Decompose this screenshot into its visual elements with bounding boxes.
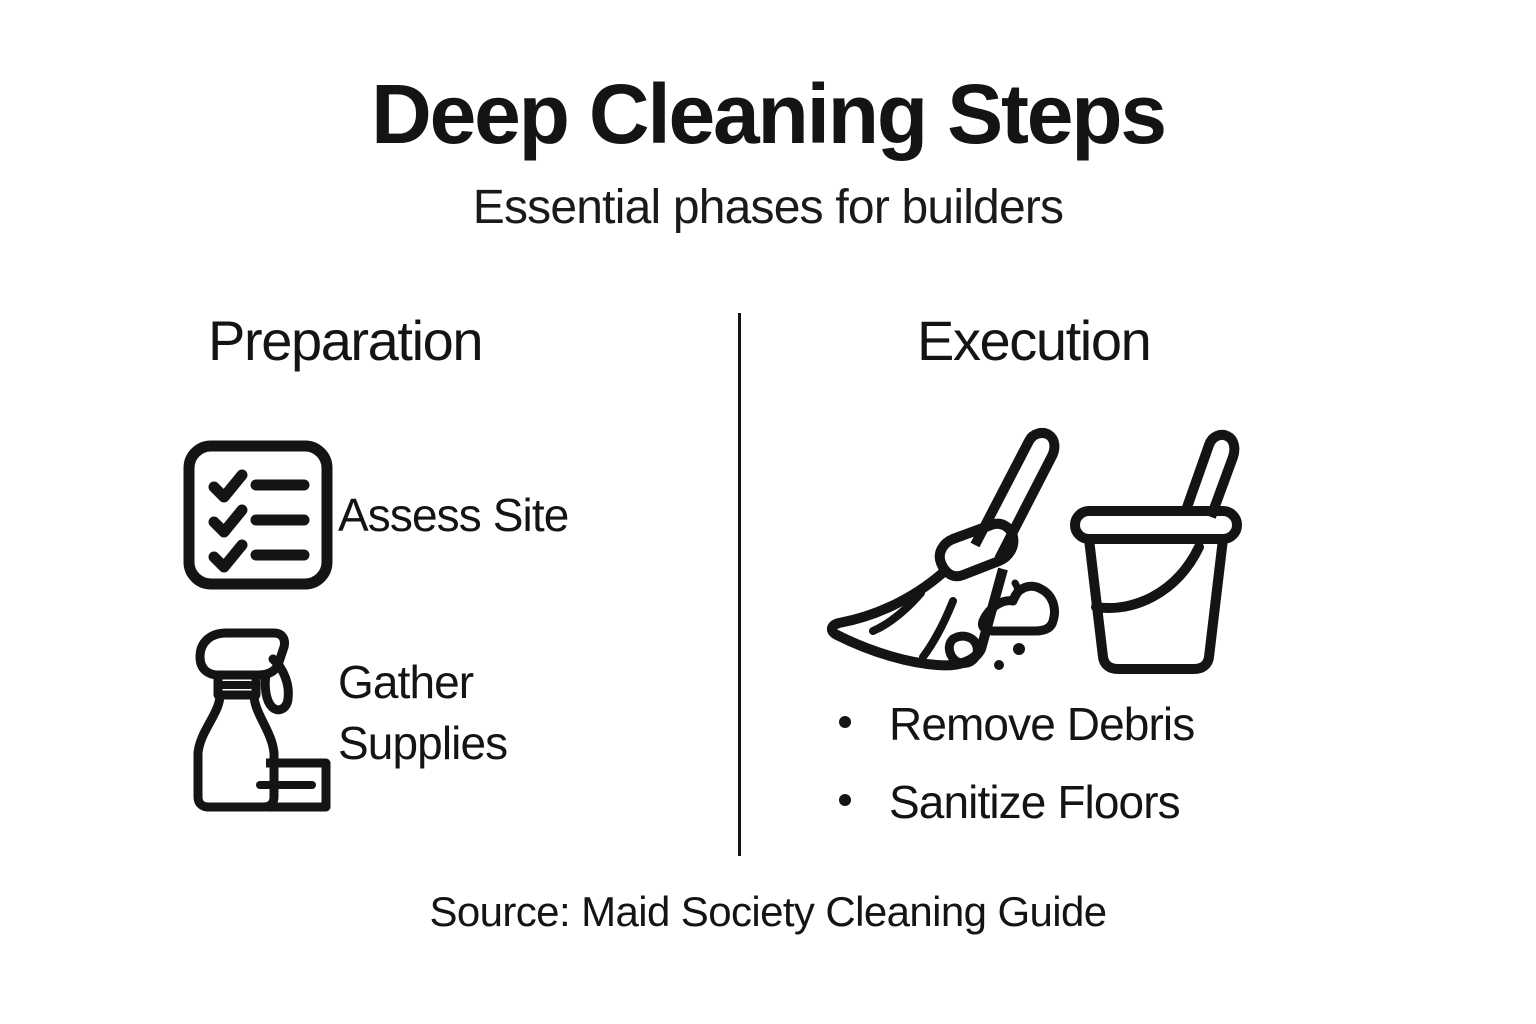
column-heading-preparation: Preparation: [208, 309, 484, 372]
debris-icon: [944, 579, 1059, 670]
execution-illustration: [813, 417, 1283, 687]
spray-bottle-icon: [178, 613, 338, 813]
list-item: Gather Supplies: [178, 613, 508, 813]
list-item-label-wrap: Assess Site: [338, 485, 569, 546]
page-title: Deep Cleaning Steps: [371, 67, 1167, 161]
bullet-dot-icon: [839, 794, 851, 806]
broom-icon: [827, 428, 1060, 671]
source-caption: Source: Maid Society Cleaning Guide: [429, 888, 1107, 935]
column-execution: Execution: [741, 309, 1536, 825]
bullet-label: Sanitize Floors: [889, 776, 1181, 828]
checklist-icon: [178, 437, 338, 593]
list-item: Sanitize Floors: [839, 779, 1194, 825]
list-item-label-line1: Gather: [338, 656, 474, 709]
list-item-label-wrap: Gather Supplies: [338, 652, 508, 773]
list-item: Remove Debris: [839, 698, 1195, 750]
list-item-label-line2: Supplies: [338, 717, 508, 769]
bullet-label: Remove Debris: [889, 698, 1195, 750]
list-item: Assess Site: [178, 437, 569, 593]
header: Deep Cleaning Steps Essential phases for…: [0, 72, 1536, 232]
bullet-dot-icon: [839, 716, 851, 728]
bucket-mop-icon: [1070, 429, 1242, 674]
column-heading-execution: Execution: [917, 309, 1152, 372]
column-divider: [738, 313, 741, 856]
execution-bullet-list: Remove Debris Sanitize Floors: [839, 698, 1195, 857]
list-item-label: Assess Site: [338, 488, 569, 541]
page-subtitle: Essential phases for builders: [472, 181, 1064, 234]
column-preparation: Preparation Assess Site: [0, 309, 738, 812]
